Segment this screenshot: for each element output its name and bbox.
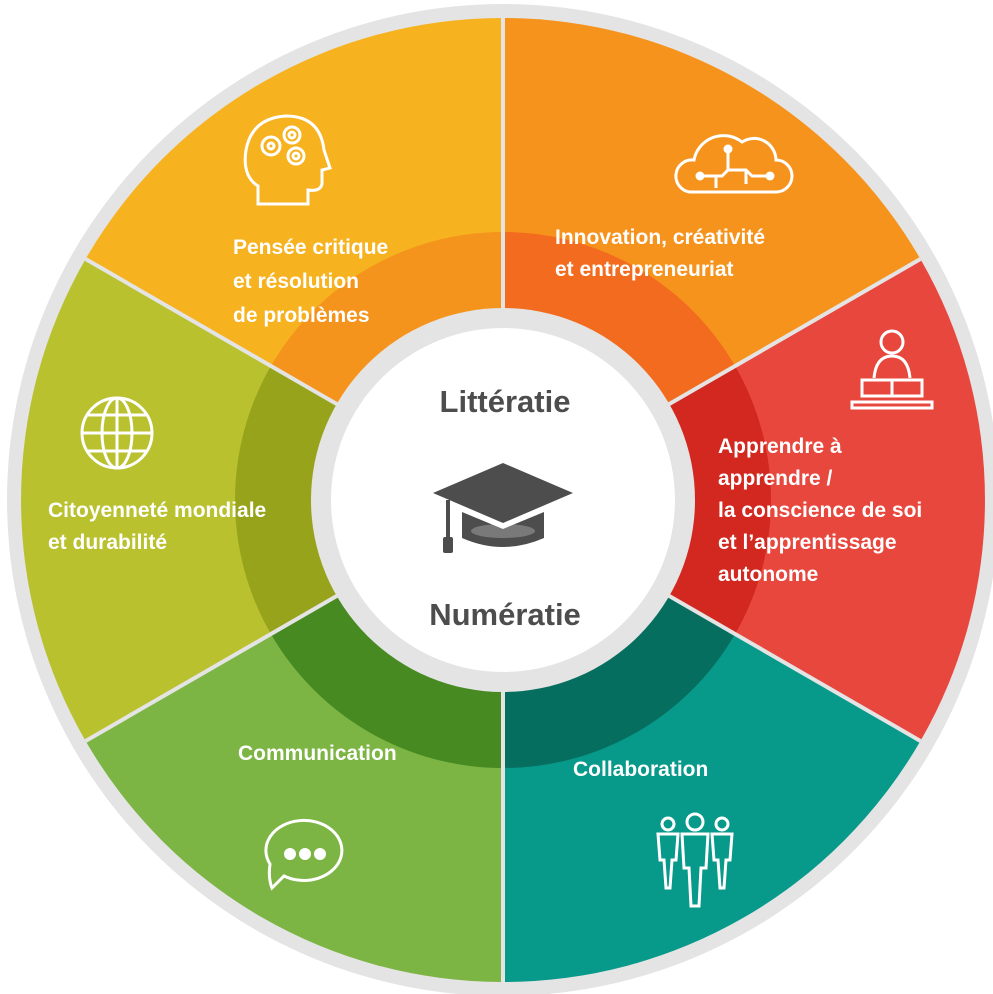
segment-pensee-line-2: et résolution bbox=[233, 270, 359, 293]
person-reading-book-icon bbox=[850, 329, 934, 410]
graduation-cap-icon bbox=[433, 463, 573, 553]
segment-innovation-line-2: et entrepreneuriat bbox=[555, 258, 734, 281]
head-gears-icon bbox=[243, 114, 332, 206]
segment-innovation-line-1: Innovation, créativité bbox=[555, 226, 765, 249]
center-top-label: Littératie bbox=[440, 384, 571, 419]
segment-apprendre-line-2: apprendre / bbox=[718, 467, 833, 490]
segment-collaboration-line-1: Collaboration bbox=[573, 758, 708, 781]
segment-apprendre-label: Apprendre à apprendre / la conscience de… bbox=[718, 435, 928, 586]
segment-communication-line-1: Communication bbox=[238, 742, 397, 765]
segment-apprendre-line-1: Apprendre à bbox=[718, 435, 842, 458]
segment-citoyennete-label: Citoyenneté mondiale et durabilité bbox=[48, 499, 272, 554]
group-of-people-icon bbox=[656, 812, 734, 908]
segment-communication-label: Communication bbox=[238, 742, 397, 765]
segment-citoyennete-line-2: et durabilité bbox=[48, 531, 167, 554]
segment-pensee-label: Pensée critique et résolution de problèm… bbox=[233, 236, 394, 327]
cloud-circuit-icon bbox=[674, 134, 794, 194]
segment-apprendre-line-5: autonome bbox=[718, 563, 818, 586]
segment-apprendre-line-4: et l’apprentissage bbox=[718, 531, 897, 554]
segment-citoyennete-line-1: Citoyenneté mondiale bbox=[48, 499, 266, 522]
center-bottom-label: Numératie bbox=[429, 597, 581, 632]
segment-collaboration-label: Collaboration bbox=[573, 758, 708, 781]
speech-bubble-icon bbox=[264, 818, 344, 891]
segment-pensee-line-3: de problèmes bbox=[233, 304, 370, 327]
segment-pensee-line-1: Pensée critique bbox=[233, 236, 388, 259]
segment-innovation-label: Innovation, créativité et entrepreneuria… bbox=[555, 226, 771, 281]
segment-apprendre-line-3: la conscience de soi bbox=[718, 499, 922, 522]
globe-icon bbox=[80, 396, 154, 470]
